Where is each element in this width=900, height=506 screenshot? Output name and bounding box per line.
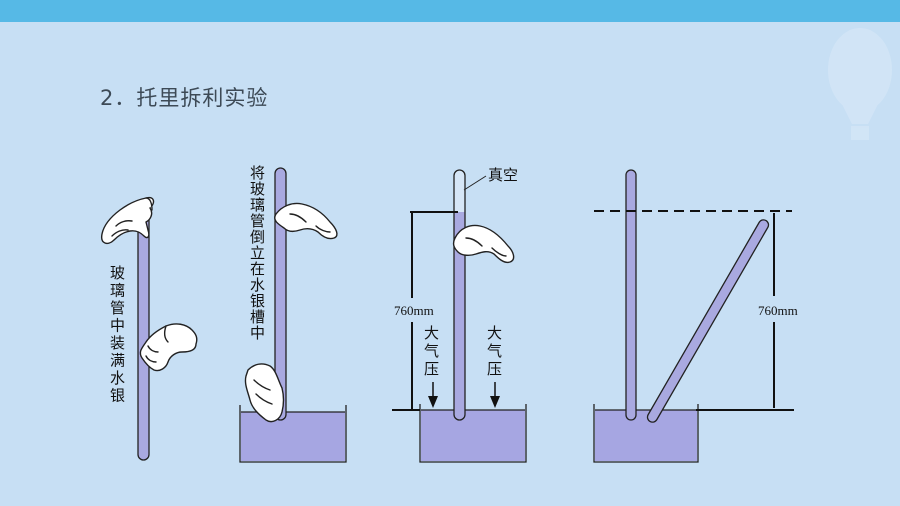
vacuum-region <box>454 170 465 214</box>
pressure-label-left: 大气压 <box>424 324 439 378</box>
glass-tube <box>453 169 466 421</box>
caption-fill-tube: 玻璃管中装满水银 <box>110 264 125 405</box>
mercury-basin <box>593 404 699 463</box>
mercury-pool <box>421 410 525 461</box>
hand-icon <box>139 323 198 372</box>
arrow-down-icon <box>490 396 500 408</box>
panel-invert-tube: 将玻璃管倒立在水银槽中 <box>239 164 347 463</box>
arrow-down-icon <box>428 396 438 408</box>
slide-title: 2．托里拆利实验 <box>100 86 269 110</box>
glass-tube <box>275 168 286 420</box>
vacuum-label: 真空 <box>488 166 518 184</box>
height-label: 760mm <box>758 303 798 318</box>
mercury-basin <box>239 405 347 463</box>
panel-fill-tube: 玻璃管中装满水银 <box>100 196 198 461</box>
panel-tilted: 760mm <box>593 169 798 463</box>
top-bar <box>0 0 900 22</box>
hand-icon <box>244 363 285 423</box>
mercury-pool <box>241 412 345 461</box>
mercury-basin <box>419 404 527 463</box>
glass-tube-vertical <box>626 170 636 420</box>
pressure-label-right: 大气压 <box>487 324 502 378</box>
mercury-column <box>454 212 465 420</box>
caption-invert-tube: 将玻璃管倒立在水银槽中 <box>250 164 265 342</box>
height-label: 760mm <box>394 303 434 318</box>
mercury-pool <box>595 410 697 461</box>
panel-measure: 真空 760mm 大气压 大气压 <box>392 166 527 463</box>
hot-air-balloon-icon <box>828 28 892 140</box>
glass-tube-tilted <box>647 219 769 423</box>
glass-tube <box>138 205 149 460</box>
